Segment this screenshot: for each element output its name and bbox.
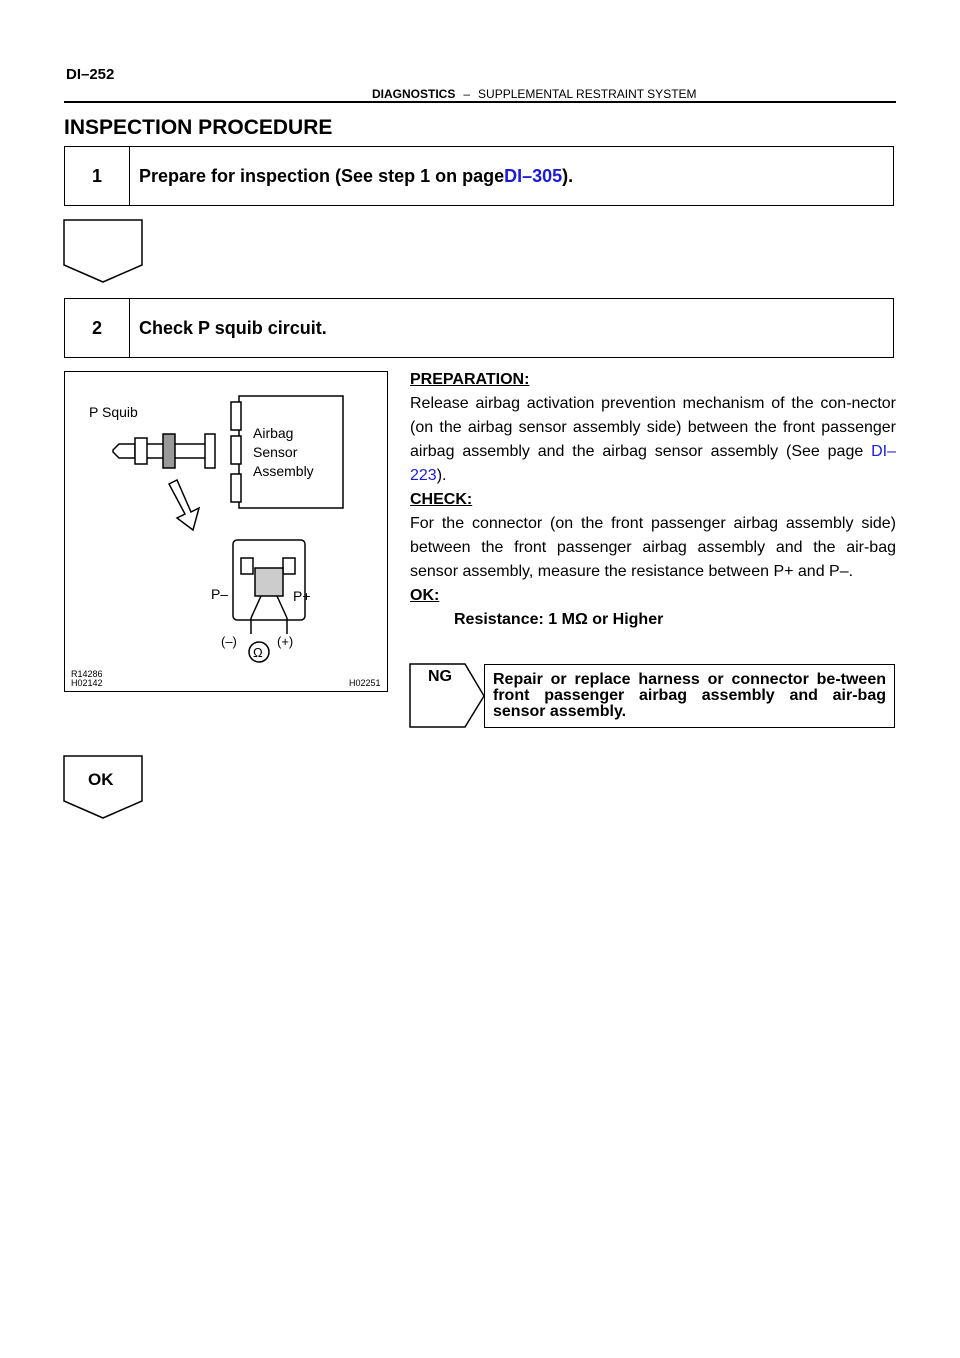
label-sensor-line-1: Airbag <box>253 425 294 441</box>
figure-code-2: H02142 <box>71 678 103 688</box>
label-sensor-line-2: Sensor <box>253 444 298 460</box>
ohmmeter-symbol <box>248 641 270 663</box>
header-rule <box>64 101 896 103</box>
squib-plug-body <box>134 437 148 465</box>
label-negative: (–) <box>221 634 237 649</box>
preparation-closing: ). <box>436 467 447 484</box>
step-2-text: Check P squib circuit. <box>139 317 327 338</box>
preparation-page-link[interactable]: DI–223 <box>410 443 896 484</box>
page-title: INSPECTION PROCEDURE <box>64 116 333 139</box>
preparation-text: Release airbag activation prevention mec… <box>410 392 896 488</box>
ng-label: NG <box>428 668 452 685</box>
step-1-box: 1 Prepare for inspection (See step 1 on … <box>64 146 894 206</box>
sensor-pin-top <box>230 401 242 431</box>
connector-diagram: Ω <box>112 395 344 663</box>
preparation-heading: PREPARATION: <box>410 371 530 388</box>
header-subsection: SUPPLEMENTAL RESTRAINT SYSTEM <box>478 87 697 101</box>
step-1-page-link[interactable]: DI–305 <box>504 165 563 186</box>
instructions-column: PREPARATION: Release airbag activation p… <box>410 368 896 632</box>
squib-connector-hatched <box>162 433 176 469</box>
ok-spec: Resistance: 1 MΩ or Higher <box>454 611 664 628</box>
sensor-pin-middle <box>230 435 242 465</box>
direction-arrow <box>167 478 201 532</box>
ok-arrow-label: OK <box>88 770 114 789</box>
step-1-text: Prepare for inspection (See step 1 on pa… <box>139 147 573 205</box>
figure-code-3: H02251 <box>349 678 381 688</box>
step-1-label: Prepare for inspection (See step 1 on pa… <box>139 165 505 186</box>
page-number: DI–252 <box>66 66 115 83</box>
step-1-number: 1 <box>65 147 130 205</box>
squib-connector-end <box>204 433 216 469</box>
header-section: DIAGNOSTICS <box>372 87 456 101</box>
header-separator: – <box>463 87 471 101</box>
label-p-squib: P Squib <box>89 404 138 420</box>
running-header: DIAGNOSTICS–SUPPLEMENTAL RESTRAINT SYSTE… <box>372 87 697 101</box>
step-1-closing: ). <box>562 165 574 186</box>
step-2-number: 2 <box>65 299 130 357</box>
label-p-plus: P+ <box>293 588 311 604</box>
figure-code-1: R14286 <box>71 669 103 679</box>
check-heading: CHECK: <box>410 491 473 508</box>
check-text: For the connector (on the front passenge… <box>410 515 896 580</box>
label-airbag-sensor-assembly: Airbag Sensor Assembly <box>253 424 314 481</box>
ng-action-box: Repair or replace harness or connector b… <box>484 664 895 728</box>
ok-arrow <box>63 755 143 819</box>
ohm-icon: Ω <box>253 645 263 660</box>
ok-heading: OK: <box>410 587 440 604</box>
step-2-box: 2 Check P squib circuit. <box>64 298 894 358</box>
ng-arrow <box>409 663 485 728</box>
preparation-body: Release airbag activation prevention mec… <box>410 395 896 460</box>
circuit-illustration: Ω P Squib Airbag Sensor Assembly P– P+ (… <box>64 371 388 692</box>
proceed-arrow-blank <box>63 219 143 283</box>
label-p-minus: P– <box>211 586 229 602</box>
label-positive: (+) <box>277 634 294 649</box>
squib-plug-tip <box>112 443 136 459</box>
sensor-pin-bottom <box>230 473 242 503</box>
figure-codes-left: R14286 H02142 <box>71 670 103 688</box>
label-sensor-line-3: Assembly <box>253 463 314 479</box>
